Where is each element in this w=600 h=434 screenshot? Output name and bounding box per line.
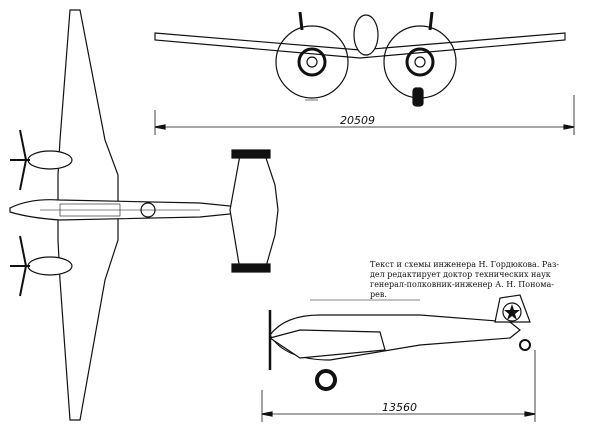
- caption-line: дел редактирует доктор технических наук: [370, 270, 551, 279]
- front-view: [154, 11, 566, 107]
- side-engine: [268, 329, 386, 359]
- length-label: 13560: [382, 401, 417, 414]
- side-roundel: [502, 302, 522, 322]
- wingspan-label: 20509: [340, 114, 375, 127]
- wingspan-dimension-line: [154, 95, 575, 135]
- front-wheel: [412, 87, 424, 107]
- plan-roundel: [140, 202, 156, 218]
- plan-engine-upper: [27, 150, 73, 170]
- front-fuselage: [353, 14, 379, 56]
- front-prop-left: [275, 25, 349, 99]
- plan-engine-lower: [27, 256, 73, 276]
- plan-view: [9, 9, 279, 421]
- side-view: [268, 294, 531, 391]
- caption-line: рев.: [370, 290, 387, 299]
- caption-text: Текст и схемы инженера Н. Гордюкова. Раз…: [370, 260, 594, 300]
- plan-tail: [229, 154, 279, 271]
- plan-wing: [57, 9, 119, 421]
- front-prop-right: [383, 25, 457, 99]
- caption-line: генерал-полковник-инженер А. Н. Понома-: [370, 280, 554, 289]
- caption-line: Текст и схемы инженера Н. Гордюкова. Раз…: [370, 260, 560, 269]
- plan-propeller-upper: [10, 129, 30, 191]
- plan-propeller-lower: [10, 235, 30, 297]
- side-tail-wheel: [519, 339, 531, 351]
- side-main-wheel: [315, 369, 337, 391]
- length-dimension-line: [261, 350, 536, 422]
